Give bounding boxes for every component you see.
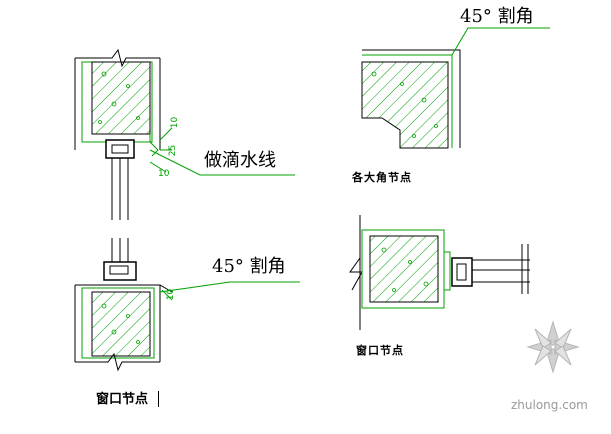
corner-cut-label-left: 45° 割角 (212, 256, 286, 277)
dimension-10-window-bottom: 10 (166, 288, 177, 301)
corner-node-detail (361, 27, 550, 149)
upper-lintel-detail (74, 48, 295, 220)
dimension-10-lower: 10 (158, 169, 170, 179)
corner-node-label: 各大角节点 (352, 171, 412, 184)
drip-line-label: 做滴水线 (204, 150, 276, 171)
lower-sill-detail (74, 238, 300, 372)
window-node-title: 窗口节点 (96, 392, 149, 407)
dimension-25: 25 (168, 144, 179, 157)
text-cursor (158, 391, 159, 407)
watermark-logo (526, 320, 580, 374)
window-node-detail (349, 215, 530, 330)
dimension-10-upper: 10 (170, 116, 181, 129)
window-node-label-right: 窗口节点 (356, 344, 404, 357)
corner-cut-label-top-right: 45° 割角 (460, 6, 534, 27)
watermark-text: zhulong.com (511, 398, 588, 412)
